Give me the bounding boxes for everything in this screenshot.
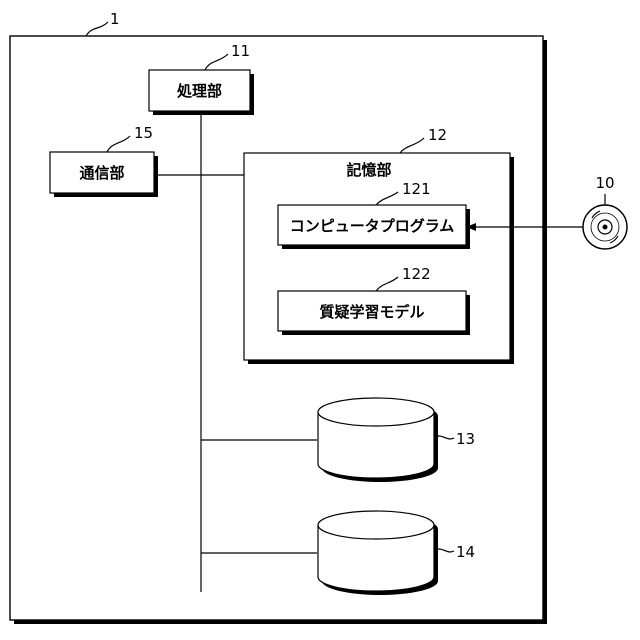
database-1-ref: 13 — [456, 430, 475, 448]
processing-unit-box: 処理部 — [149, 70, 254, 115]
computer-program-box: コンピュータプログラム — [278, 205, 470, 249]
computer-program-ref: 121 — [402, 180, 431, 198]
database-cylinder-1 — [318, 398, 438, 482]
database-2-ref: 14 — [456, 543, 475, 561]
communication-unit-label: 通信部 — [79, 164, 124, 182]
qa-model-box: 質疑学習モデル — [278, 291, 470, 335]
storage-unit-ref: 12 — [428, 126, 447, 144]
computer-program-label: コンピュータプログラム — [290, 217, 455, 235]
communication-unit-ref: 15 — [134, 124, 153, 142]
processing-unit-ref: 11 — [231, 42, 250, 60]
database-cylinder-2 — [318, 511, 438, 595]
communication-unit-box: 通信部 — [50, 152, 158, 197]
qa-model-label: 質疑学習モデル — [319, 303, 424, 321]
system-ref-label: 1 — [110, 10, 120, 28]
processing-unit-label: 処理部 — [176, 82, 222, 100]
storage-unit-label: 記憶部 — [346, 161, 391, 179]
qa-model-ref: 122 — [402, 265, 431, 283]
disc-ref: 10 — [595, 174, 614, 192]
system-ref-leader — [86, 22, 108, 36]
disc-icon — [583, 205, 627, 249]
